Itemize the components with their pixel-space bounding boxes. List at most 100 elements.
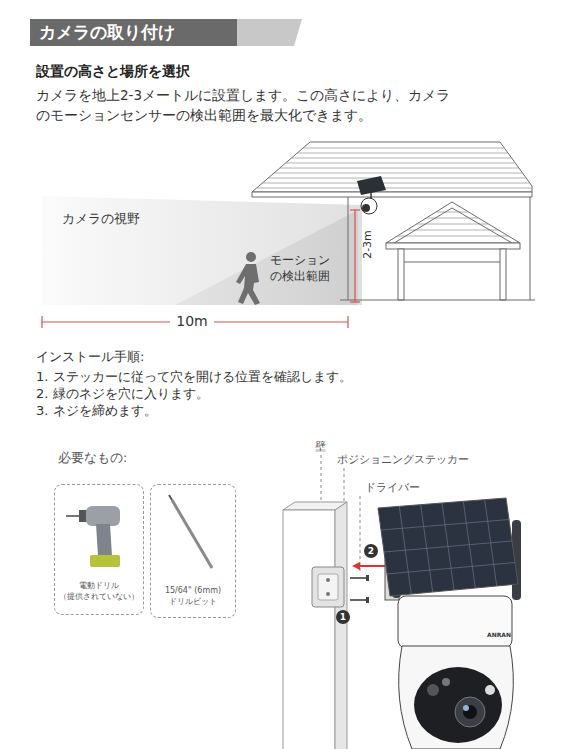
leader-lines bbox=[321, 455, 322, 500]
dimension-lines bbox=[41, 316, 42, 328]
solar-camera bbox=[427, 684, 439, 696]
field-of-view bbox=[175, 210, 358, 305]
house bbox=[240, 153, 540, 154]
house bbox=[240, 183, 540, 184]
house bbox=[398, 249, 404, 300]
mounted-camera bbox=[362, 204, 370, 212]
dimension-lines bbox=[347, 316, 348, 328]
callout-number: 2 bbox=[364, 544, 378, 558]
drill-bit bbox=[169, 495, 212, 568]
solar-camera bbox=[378, 498, 518, 596]
solar-camera bbox=[378, 498, 521, 749]
screws bbox=[350, 599, 366, 601]
solar-camera bbox=[463, 705, 469, 711]
screws bbox=[350, 575, 369, 603]
wall bbox=[283, 510, 335, 749]
house bbox=[252, 192, 532, 197]
house bbox=[380, 230, 530, 231]
screws bbox=[366, 597, 369, 603]
solar-camera bbox=[455, 697, 485, 727]
power-drill bbox=[66, 515, 80, 517]
house bbox=[240, 168, 540, 169]
solar-camera bbox=[384, 541, 512, 552]
field-of-view bbox=[42, 196, 362, 305]
solar-camera bbox=[442, 678, 450, 686]
house bbox=[500, 249, 506, 300]
field-of-view bbox=[42, 196, 362, 305]
solar-camera bbox=[387, 563, 515, 575]
mount-bracket bbox=[326, 592, 330, 596]
section-subheading: 設置の高さと場所を選択 bbox=[36, 63, 190, 81]
body-paragraph: カメラを地上2-3メートルに設置します。この高さにより、カメラ のモーションセン… bbox=[36, 85, 516, 125]
view-label: カメラの視野 bbox=[62, 210, 140, 228]
tool-box: 電動ドリル （提供されていない） bbox=[54, 484, 144, 615]
power-drill bbox=[96, 524, 112, 556]
house bbox=[380, 224, 530, 225]
power-drill bbox=[66, 506, 120, 567]
house bbox=[380, 218, 530, 219]
mount-bracket bbox=[312, 567, 344, 607]
dimension-lines bbox=[350, 209, 360, 210]
house bbox=[386, 202, 520, 243]
power-drill bbox=[86, 506, 120, 526]
direction-arrow bbox=[358, 565, 388, 567]
house bbox=[240, 158, 540, 159]
house bbox=[380, 236, 530, 237]
leader-lines bbox=[360, 496, 361, 572]
dimension-label: 10m bbox=[170, 313, 214, 329]
mounted-camera bbox=[370, 192, 372, 198]
step-text: 3. ネジを締めます。 bbox=[36, 402, 157, 420]
house bbox=[380, 212, 530, 236]
direction-arrow bbox=[352, 562, 388, 570]
steps-heading: インストール手順: bbox=[36, 348, 144, 366]
house bbox=[530, 197, 531, 300]
house bbox=[348, 197, 349, 300]
house bbox=[240, 173, 540, 174]
house bbox=[240, 178, 540, 179]
screws bbox=[366, 575, 369, 581]
dimension-lines bbox=[350, 301, 360, 302]
brand-mark: ANRAN bbox=[487, 631, 511, 638]
section-title: カメラの取り付け bbox=[39, 22, 225, 43]
drill-bit bbox=[172, 500, 212, 568]
tools-heading: 必要なもの: bbox=[58, 450, 127, 467]
house bbox=[240, 148, 540, 188]
solar-camera bbox=[463, 705, 477, 719]
wall bbox=[335, 502, 347, 749]
part-name: ドライバー bbox=[365, 480, 420, 495]
mount-bracket bbox=[318, 574, 338, 600]
walking-person bbox=[236, 252, 260, 305]
power-drill bbox=[90, 555, 120, 567]
mount-bracket bbox=[312, 567, 344, 607]
solar-camera bbox=[414, 667, 502, 743]
screws bbox=[350, 577, 366, 579]
mounted-camera bbox=[361, 198, 377, 214]
tool-name: 電動ドリル （提供されていない） bbox=[57, 580, 141, 602]
house bbox=[404, 262, 500, 263]
house bbox=[394, 208, 512, 243]
dimension-label: 2-3m bbox=[361, 227, 374, 263]
house bbox=[252, 142, 532, 192]
callout-circle: 2 bbox=[364, 544, 378, 558]
callout-circle: 1 bbox=[336, 610, 350, 624]
mount-bracket bbox=[326, 578, 330, 582]
house bbox=[240, 142, 540, 300]
solar-camera bbox=[381, 520, 510, 531]
part-name: 壁 bbox=[315, 439, 326, 454]
walking-person bbox=[236, 264, 260, 305]
power-drill bbox=[79, 510, 87, 522]
house bbox=[240, 163, 540, 164]
solar-camera bbox=[381, 500, 515, 594]
step-text: 2. 緑のネジを穴に入ります。 bbox=[36, 385, 209, 403]
solar-camera bbox=[485, 685, 495, 695]
house bbox=[240, 148, 540, 149]
motion-range-label: モーション の検出範囲 bbox=[258, 252, 342, 284]
dimension-lines bbox=[42, 210, 360, 328]
part-name: ポジショニングステッカー bbox=[337, 452, 469, 467]
house bbox=[386, 243, 520, 249]
house bbox=[240, 188, 540, 189]
step-text: 1. ステッカーに従って穴を開ける位置を確認します。 bbox=[36, 368, 352, 386]
tool-name: 15/64" (6mm) ドリルビット bbox=[152, 585, 234, 607]
house bbox=[340, 300, 535, 301]
